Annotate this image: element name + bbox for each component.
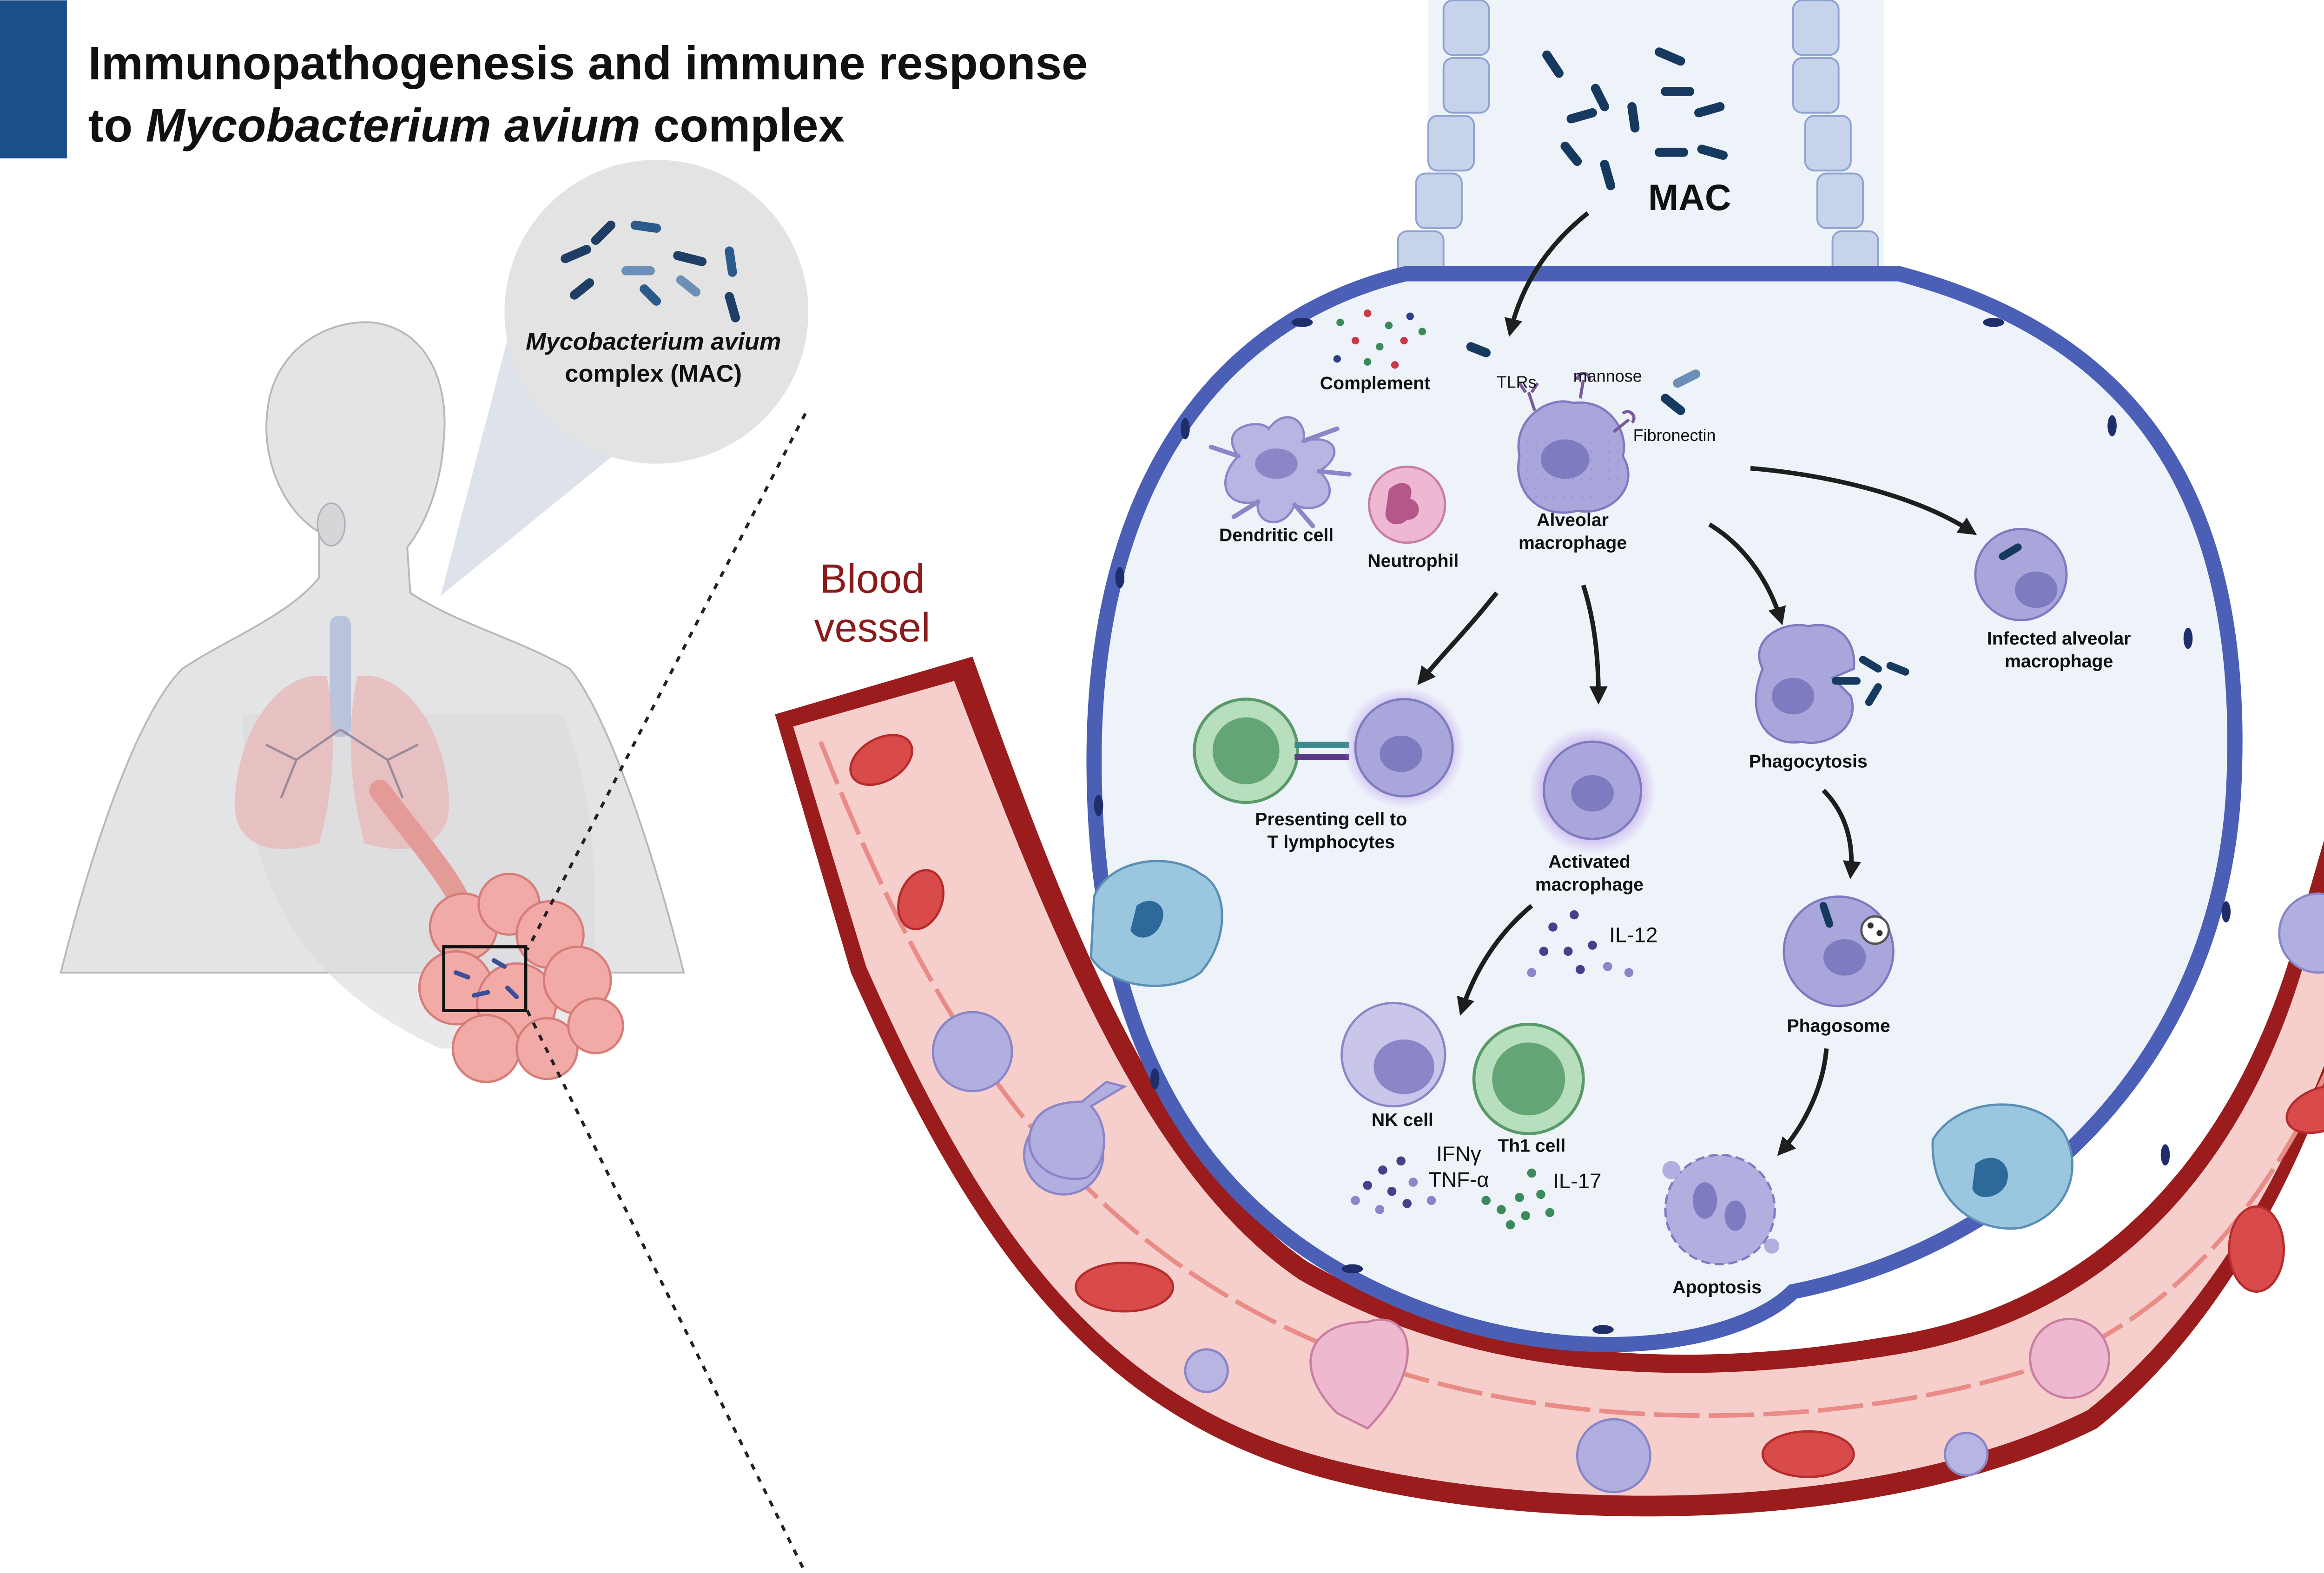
mac-label: MAC [1648, 177, 1731, 218]
presenting-cell-label-1: Presenting cell to [1255, 809, 1407, 829]
phagocytosed-bacteria [1831, 656, 1909, 706]
title-accent-bar [0, 0, 67, 158]
vessel-dendritic-cells [1184, 1348, 1989, 1477]
activated-macrophage-cell [1528, 726, 1657, 854]
callout-circle [504, 159, 809, 464]
arrow-phagocytosis-to-phagosome [1822, 789, 1862, 880]
mac-name-rest: complex (MAC) [565, 360, 742, 387]
blood-vessel-label-1: Blood [820, 556, 925, 602]
alveolar-macrophage-label-1: Alveolar [1537, 510, 1609, 530]
phagocytosis-cell [1755, 624, 1855, 744]
phagosome-cell [1783, 895, 1895, 1007]
bacteria-near-macrophage [1466, 342, 1701, 415]
zoom-box [442, 945, 528, 1012]
phagosome-label: Phagosome [1787, 1015, 1890, 1036]
tlrs-label: TLRs [1497, 372, 1537, 391]
dendritic-cell [1208, 416, 1352, 528]
phagocytosis-label: Phagocytosis [1749, 751, 1868, 772]
il17-label: IL-17 [1553, 1169, 1601, 1193]
title-line-2: to Mycobacterium avium complex [88, 99, 845, 152]
il17-molecules [1481, 1168, 1555, 1230]
vessel-neutrophils [1309, 1317, 2111, 1430]
mac-name-italic: Mycobacterium avium [526, 329, 781, 355]
tnfa-label: TNF-α [1428, 1168, 1489, 1191]
infected-macrophage-cell [1974, 527, 2068, 621]
th1-cell-label: Th1 cell [1498, 1136, 1565, 1156]
arrow-to-presenting-cell [1417, 591, 1499, 685]
fibronectin-label: Fibronectin [1633, 426, 1716, 445]
interstitial-macrophage-left [1089, 860, 1223, 987]
mac-bacteria-cluster [561, 220, 740, 322]
alveolar-macrophage-cell [1517, 372, 1636, 514]
alveolar-macrophage-label-2: macrophage [1519, 533, 1627, 553]
neutrophil-label: Neutrophil [1367, 551, 1459, 571]
interstitial-macrophage-right [1931, 1103, 2073, 1230]
arrow-to-nk-cell [1457, 904, 1533, 1016]
title-line-1: Immunopathogenesis and immune response [88, 37, 1088, 90]
zoom-line-lower [526, 1010, 807, 1573]
infected-macrophage-label-1: Infected alveolar [1987, 628, 2131, 649]
complement-molecules [1333, 309, 1426, 369]
complement-label: Complement [1320, 373, 1431, 394]
human-body-figure [59, 321, 685, 1083]
antigen-presentation-complex [1294, 742, 1349, 760]
airway-bacteria [1542, 47, 1728, 191]
transmigrating-macrophage [1028, 1080, 1128, 1180]
arrow-to-activated-macrophage [1581, 584, 1608, 705]
apoptotic-cell [1662, 1153, 1780, 1266]
il12-molecules [1527, 910, 1634, 977]
arrow-phagosome-to-apoptosis [1777, 1048, 1829, 1156]
dendritic-cell-label: Dendritic cell [1219, 525, 1334, 546]
il12-label: IL-12 [1609, 923, 1657, 947]
blood-vessel-label-2: vessel [814, 604, 930, 650]
t-lymphocyte-cell [1193, 698, 1300, 804]
activated-macrophage-label-1: Activated [1548, 851, 1631, 872]
infected-macrophage-label-2: macrophage [2005, 651, 2113, 671]
arrow-to-infected-macrophage [1750, 466, 1977, 535]
arrow-mac-to-macrophage [1504, 211, 1590, 337]
presenting-cell-label-2: T lymphocytes [1267, 832, 1395, 852]
mannose-label: mannose [1573, 366, 1642, 385]
ifng-label: IFNγ [1436, 1142, 1481, 1165]
arrow-to-phagocytosis [1708, 522, 1786, 625]
zoom-line-upper [526, 413, 807, 951]
activated-macrophage-label-2: macrophage [1535, 874, 1644, 895]
presenting-macrophage-cell [1343, 687, 1465, 809]
nk-cell-label: NK cell [1372, 1110, 1433, 1130]
nk-cell [1340, 1001, 1446, 1108]
alveolus [1086, 0, 2243, 1352]
apoptosis-label: Apoptosis [1672, 1277, 1762, 1297]
th1-cell [1472, 1022, 1585, 1135]
red-blood-cells [849, 734, 2324, 1478]
ifng-tnfa-molecules [1351, 1156, 1436, 1214]
neutrophil-cell [1368, 465, 1446, 544]
process-arrows [1417, 211, 1977, 1156]
alveoli-cluster [418, 873, 624, 1083]
